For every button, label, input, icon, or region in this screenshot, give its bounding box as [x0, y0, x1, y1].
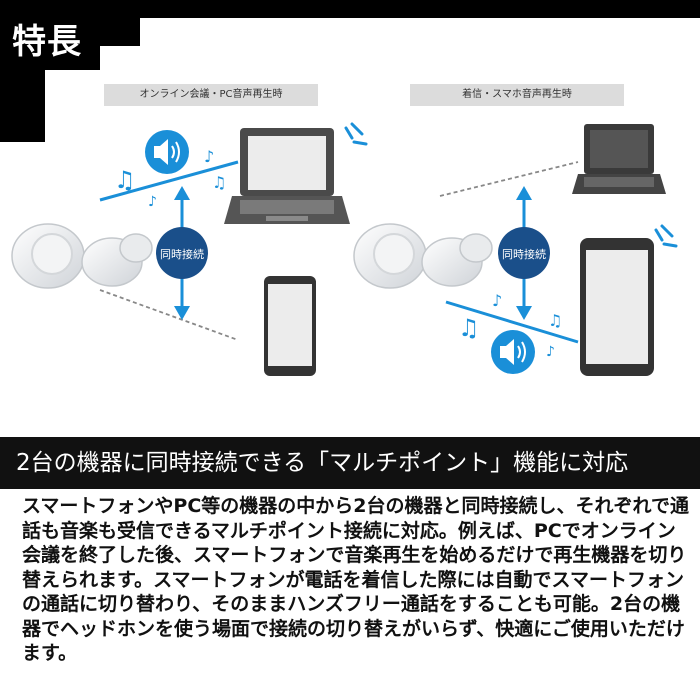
connect-arrow: 同時接続 — [156, 186, 208, 320]
connection-line-phone — [445, 300, 579, 344]
music-note-icon: ♫ ♪ ♫ ♪ — [114, 147, 226, 210]
svg-text:♪: ♪ — [148, 194, 157, 210]
top-bar — [0, 0, 700, 18]
signal-waves-icon — [344, 122, 368, 146]
description-text: スマートフォンやPC等の機器の中から2台の機器と同時接続し、それぞれで通話も音楽… — [22, 495, 689, 664]
svg-text:♫: ♫ — [548, 311, 562, 330]
svg-text:♫: ♫ — [458, 314, 480, 342]
connect-arrow: 同時接続 — [498, 186, 550, 320]
right-panel-label: 着信・スマホ音声再生時 — [410, 84, 624, 106]
feature-tag-label: 特長 — [12, 22, 82, 62]
connection-line-phone — [99, 289, 239, 341]
left-panel-label: オンライン会議・PC音声再生時 — [104, 84, 318, 106]
svg-text:♪: ♪ — [546, 344, 555, 360]
earbuds-icon — [11, 223, 153, 289]
laptop-icon — [224, 128, 350, 224]
tag-decoration-corner — [0, 70, 45, 142]
smartphone-icon — [580, 238, 654, 376]
svg-text:♪: ♪ — [492, 291, 502, 310]
svg-text:♫: ♫ — [114, 166, 136, 194]
headline: 2台の機器に同時接続できる「マルチポイント」機能に対応 — [0, 437, 700, 489]
connect-label-right: 同時接続 — [502, 247, 546, 261]
smartphone-icon — [264, 276, 316, 376]
connect-label-left: 同時接続 — [160, 247, 204, 261]
connection-line-pc — [439, 161, 579, 197]
speaker-icon — [491, 330, 535, 374]
earbuds-icon — [353, 223, 493, 289]
speaker-icon — [145, 130, 189, 174]
connection-line-pc — [99, 160, 239, 202]
svg-text:♪: ♪ — [204, 147, 214, 166]
laptop-icon — [572, 124, 666, 194]
signal-waves-icon — [654, 224, 678, 248]
feature-tag: 特長 — [0, 0, 100, 70]
tag-decoration — [100, 18, 140, 46]
svg-text:♫: ♫ — [212, 173, 226, 192]
music-note-icon: ♫ ♪ ♫ ♪ — [458, 291, 562, 360]
multipoint-diagram: ♫ ♪ ♫ ♪ 同時接続 — [11, 122, 678, 376]
